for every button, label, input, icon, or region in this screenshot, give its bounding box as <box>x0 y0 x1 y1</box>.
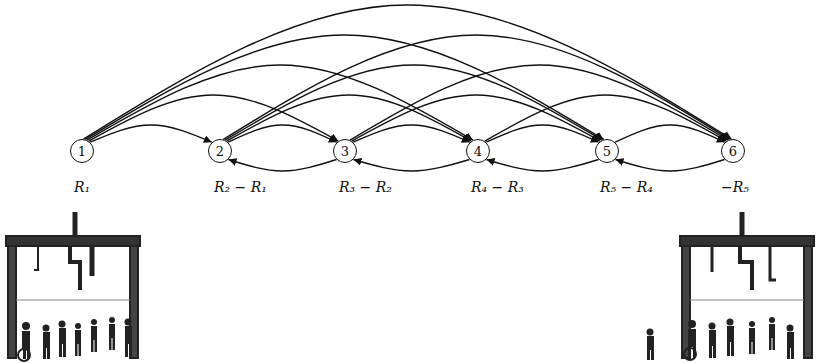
flow-arc <box>223 35 729 139</box>
flow-arc <box>615 125 725 142</box>
flow-label: R₄ − R₃ <box>471 180 524 195</box>
flow-arc <box>485 95 727 141</box>
flow-arc <box>228 125 337 142</box>
node-number: 5 <box>603 145 611 158</box>
flow-arc <box>486 159 598 171</box>
flow-arc <box>225 65 602 140</box>
node-number: 4 <box>474 145 482 158</box>
state-circle: 4 <box>466 139 490 163</box>
flow-arc <box>83 5 731 139</box>
state-circle: 5 <box>595 139 619 163</box>
state-circle: 2 <box>208 139 232 163</box>
flow-label: R₁ <box>74 180 90 195</box>
right-gate <box>680 212 814 358</box>
state-circle: 3 <box>333 139 357 163</box>
left-people <box>18 317 132 361</box>
flow-label: R₃ − R₂ <box>339 180 392 195</box>
right-people <box>647 317 795 360</box>
left-gate <box>6 212 140 358</box>
node-number: 6 <box>729 145 737 158</box>
flow-arc <box>228 159 336 171</box>
flow-label: R₅ − R₄ <box>600 180 653 195</box>
state-circle: 1 <box>70 139 94 163</box>
state-circle: 6 <box>721 139 745 163</box>
flow-arc <box>353 159 469 171</box>
flow-label: −R₅ <box>721 180 749 195</box>
flow-arc <box>350 65 728 140</box>
node-number: 2 <box>216 145 224 158</box>
flow-arc <box>486 125 599 142</box>
flow-label: R₂ − R₁ <box>214 180 267 195</box>
flow-arc <box>615 159 724 171</box>
node-number: 3 <box>341 145 349 158</box>
flow-arc <box>85 35 603 139</box>
node-number: 1 <box>78 145 86 158</box>
